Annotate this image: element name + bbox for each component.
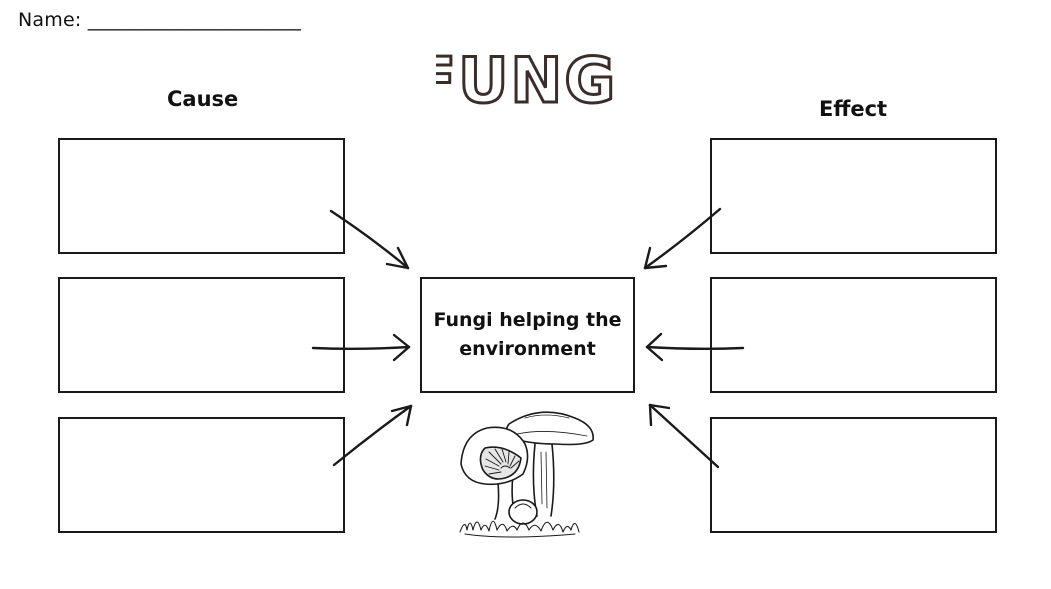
page-title-text: FUNGI [436, 44, 620, 114]
cause-heading: Cause [167, 87, 239, 111]
effect-box-1[interactable] [710, 138, 997, 254]
effect-box-3[interactable] [710, 417, 997, 533]
arrow-effect-1 [643, 207, 722, 270]
arrow-cause-3 [332, 404, 413, 467]
page-title: FUNGI [436, 44, 620, 114]
cause-box-1[interactable] [58, 138, 345, 254]
effect-box-2[interactable] [710, 277, 997, 393]
center-topic-text: Fungi helping the environment [433, 308, 622, 360]
center-topic-box: Fungi helping the environment [420, 277, 635, 393]
cause-box-2[interactable] [58, 277, 345, 393]
effect-heading: Effect [819, 97, 888, 121]
arrow-effect-3 [648, 403, 720, 469]
cause-box-3[interactable] [58, 417, 345, 533]
name-field[interactable]: Name: ______________________ [18, 9, 302, 31]
mushroom-illustration-icon [459, 411, 594, 538]
